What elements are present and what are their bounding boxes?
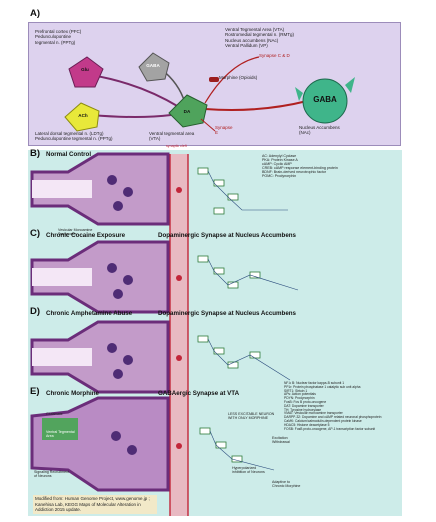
synaptic-cleft-label: synaptic cleft: [166, 144, 187, 148]
circuit-svg: [64, 52, 355, 132]
synapse-e-arrow: [200, 118, 216, 132]
e-glutamate-label: Glutamate: [46, 412, 63, 416]
e-signaling-label: Signaling Recruitment of Neurons: [34, 470, 70, 479]
ldtg-labels: Lateral dorsal tegmental n. (LDTg) Pedun…: [35, 131, 113, 142]
gaba-small-label: GABA: [146, 63, 160, 68]
vesicles: [107, 175, 137, 455]
row-d-subtitle: Dopaminergic Synapse at Nucleus Accumben…: [158, 310, 297, 317]
da-neuron: [168, 94, 208, 128]
source-footer: Modified from: Human Genome Project, www…: [33, 495, 157, 514]
row-d-terminal: [30, 320, 170, 394]
legend-d-text: NF-k B: Nuclear factor kappa-B subunit 1…: [284, 381, 382, 431]
section-label-a: A): [30, 8, 41, 19]
glu-neuron: [68, 56, 104, 88]
receptor-markers: [176, 187, 182, 449]
synapse-cd-label: Synapse C & D: [259, 53, 290, 58]
row-c-subtitle: Dopaminergic Synapse at Nucleus Accumben…: [158, 232, 297, 239]
section-label-e: E): [30, 386, 40, 397]
e-vta-neuron-label: Ventral Tegmental Area: [46, 430, 75, 439]
section-label-d: D): [30, 306, 41, 317]
da-to-gaba-axon: [204, 100, 308, 111]
vesicular-transporter-label: Vesicular Monoamine Transporter: [58, 228, 93, 237]
gaba-big-label: GABA: [313, 95, 337, 104]
ach-neuron: [64, 102, 100, 132]
row-d-title: Chronic Amphetamine Abuse: [46, 310, 133, 317]
da-label: DA: [183, 109, 191, 114]
postsynaptic-protein-boxes: [197, 167, 261, 463]
row-c-title: Chronic Cocaine Exposure: [46, 232, 126, 239]
synapse-e-label: Synapse E: [215, 125, 233, 136]
gaba-big-dendrite: [295, 87, 303, 101]
row-e-title: Chronic Morphine: [46, 390, 99, 397]
synapse-rows-svg: [30, 152, 299, 516]
row-e-terminal: [30, 396, 170, 492]
prefrontal-labels: Prefrontal cortex (PFC) Pedunculopontine…: [35, 29, 82, 45]
legend-b-text: AC: Adenylyl Cyclase PKA: Protein Kinase…: [262, 154, 338, 179]
section-label-b: B): [30, 148, 41, 159]
vta-region-labels: Ventral Tegmental Area (VTA) Rostromedia…: [225, 27, 295, 49]
row-c-terminal: [30, 240, 170, 314]
row-e-subtitle: GABAergic Synapse at VTA: [158, 390, 240, 397]
nac-label: Nucleus Accumbens (NAc): [299, 125, 340, 136]
section-label-c: C): [30, 228, 41, 239]
ach-to-da-axon: [90, 114, 172, 118]
pathway-arrows: [207, 170, 299, 471]
gaba-small-neuron: [138, 52, 170, 82]
e-less-excitable-label: LESS EXCITABLE NEURON WITH ONLY MORPHINE: [228, 412, 275, 421]
panel-a-circuit-diagram: Prefrontal cortex (PFC) Pedunculopontine…: [28, 22, 401, 146]
gaba-big-neuron: [302, 78, 348, 124]
e-hyperpol-label: Hyperpolarized inhibition of Neurons: [232, 466, 265, 475]
e-adaptive-label: Adaptive to Chronic Morphine: [272, 480, 301, 489]
row-b-terminal: [30, 152, 170, 226]
morphine-label: Morphine (Opioids): [219, 75, 258, 80]
synapse-rows-panel: B) Normal Control Vesicular Monoamine Tr…: [28, 144, 402, 516]
e-excitation-label: Excitation Withdrawal: [272, 436, 290, 445]
row-b-title: Normal Control: [46, 151, 92, 158]
glu-to-da-axon: [90, 74, 180, 108]
synaptic-cleft-band: [170, 154, 188, 516]
ach-label: ACh: [78, 113, 88, 118]
glu-label: Glu: [81, 67, 89, 72]
vta-label: Ventral tegmental area (VTA): [149, 131, 195, 142]
synapse-cd-arrow: [204, 56, 260, 104]
gaba-big-dendrite-2: [345, 77, 355, 93]
morphine-pill-icon: [209, 77, 219, 82]
